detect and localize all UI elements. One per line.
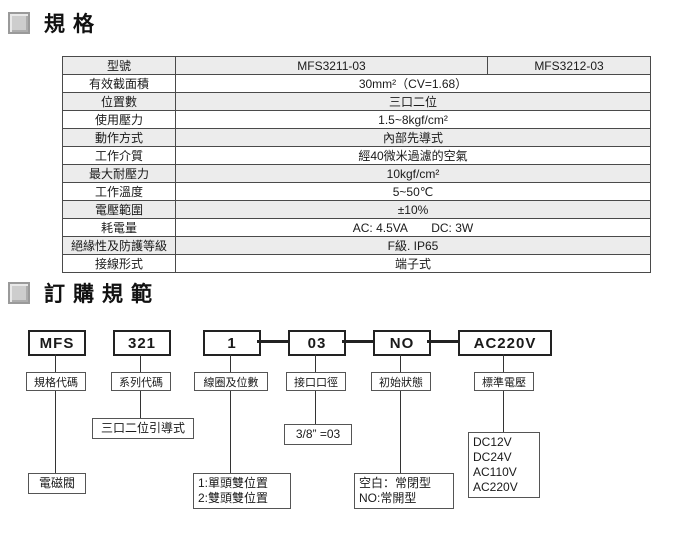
section-bullet-icon	[8, 282, 30, 304]
spec-table: 型號 MFS3211-03 MFS3212-03 有效截面積 30mm²（CV=…	[62, 56, 651, 273]
table-row: 工作溫度 5~50℃	[62, 182, 651, 201]
table-row: 絕緣性及防護等級 F級. IP65	[62, 236, 651, 255]
row-label: 有效截面積	[62, 74, 176, 93]
segment-label-series: 系列代碼	[111, 372, 171, 391]
connector-line	[503, 354, 504, 372]
code-segment-series: 321	[113, 330, 171, 356]
order-section-header: 訂購規範	[8, 278, 160, 308]
spec-section-title: 規格	[44, 13, 102, 36]
note-series: 三口二位引導式	[92, 418, 194, 439]
table-row: 電壓範圍 ±10%	[62, 200, 651, 219]
row-label: 工作溫度	[62, 182, 176, 201]
table-row: 工作介質 經40微米過濾的空氣	[62, 146, 651, 165]
row-value: 內部先導式	[175, 128, 651, 147]
model-2-cell: MFS3212-03	[487, 56, 651, 75]
spec-section-header: 規格	[8, 8, 102, 38]
segment-label-port: 接口口徑	[286, 372, 346, 391]
table-row: 耗電量 AC: 4.5VA DC: 3W	[62, 218, 651, 237]
row-value: 端子式	[175, 254, 651, 273]
connector-line	[55, 354, 56, 372]
row-label: 電壓範圍	[62, 200, 176, 219]
row-value: 10kgf/cm²	[175, 164, 651, 183]
row-label: 型號	[62, 56, 176, 75]
row-value: 經40微米過濾的空氣	[175, 146, 651, 165]
code-segment-port: 03	[288, 330, 346, 356]
row-value: F級. IP65	[175, 236, 651, 255]
table-row: 最大耐壓力 10kgf/cm²	[62, 164, 651, 183]
segment-label-spec: 規格代碼	[26, 372, 86, 391]
note-initial: 空白：常閉型 NO:常開型	[354, 473, 454, 509]
note-spec: 電磁閥	[28, 473, 86, 494]
row-label: 位置數	[62, 92, 176, 111]
table-row: 有效截面積 30mm²（CV=1.68）	[62, 74, 651, 93]
model-1-cell: MFS3211-03	[175, 56, 488, 75]
row-label: 接線形式	[62, 254, 176, 273]
code-segment-coil: 1	[203, 330, 261, 356]
connector-line	[55, 391, 56, 473]
note-voltage: DC12V DC24V AC110V AC220V	[468, 432, 540, 498]
connector-line	[230, 391, 231, 473]
row-value: 30mm²（CV=1.68）	[175, 74, 651, 93]
table-row: 接線形式 端子式	[62, 254, 651, 273]
dash-connector	[257, 340, 288, 343]
segment-label-initial: 初始狀態	[371, 372, 431, 391]
row-label: 絕緣性及防護等級	[62, 236, 176, 255]
row-label: 最大耐壓力	[62, 164, 176, 183]
row-label: 耗電量	[62, 218, 176, 237]
note-coil: 1:單頭雙位置 2:雙頭雙位置	[193, 473, 291, 509]
table-row: 動作方式 內部先導式	[62, 128, 651, 147]
connector-line	[503, 391, 504, 432]
row-value: 三口二位	[175, 92, 651, 111]
code-segment-mfs: MFS	[28, 330, 86, 356]
row-value: 1.5~8kgf/cm²	[175, 110, 651, 129]
row-label: 使用壓力	[62, 110, 176, 129]
code-segment-voltage: AC220V	[458, 330, 552, 356]
row-label: 工作介質	[62, 146, 176, 165]
connector-line	[315, 354, 316, 372]
row-value: AC: 4.5VA DC: 3W	[175, 218, 651, 237]
connector-line	[140, 354, 141, 372]
row-label: 動作方式	[62, 128, 176, 147]
section-bullet-icon	[8, 12, 30, 34]
connector-line	[400, 391, 401, 473]
dash-connector	[427, 340, 458, 343]
dash-connector	[342, 340, 373, 343]
segment-label-coil: 線圈及位數	[194, 372, 268, 391]
connector-line	[140, 391, 141, 418]
note-port: 3/8” =03	[284, 424, 352, 445]
row-value: ±10%	[175, 200, 651, 219]
connector-line	[400, 354, 401, 372]
connector-line	[230, 354, 231, 372]
order-section-title: 訂購規範	[44, 283, 160, 306]
connector-line	[315, 391, 316, 424]
segment-label-voltage: 標準電壓	[474, 372, 534, 391]
row-value: 5~50℃	[175, 182, 651, 201]
table-row-model: 型號 MFS3211-03 MFS3212-03	[62, 56, 651, 75]
table-row: 使用壓力 1.5~8kgf/cm²	[62, 110, 651, 129]
code-segment-initial: NO	[373, 330, 431, 356]
table-row: 位置數 三口二位	[62, 92, 651, 111]
